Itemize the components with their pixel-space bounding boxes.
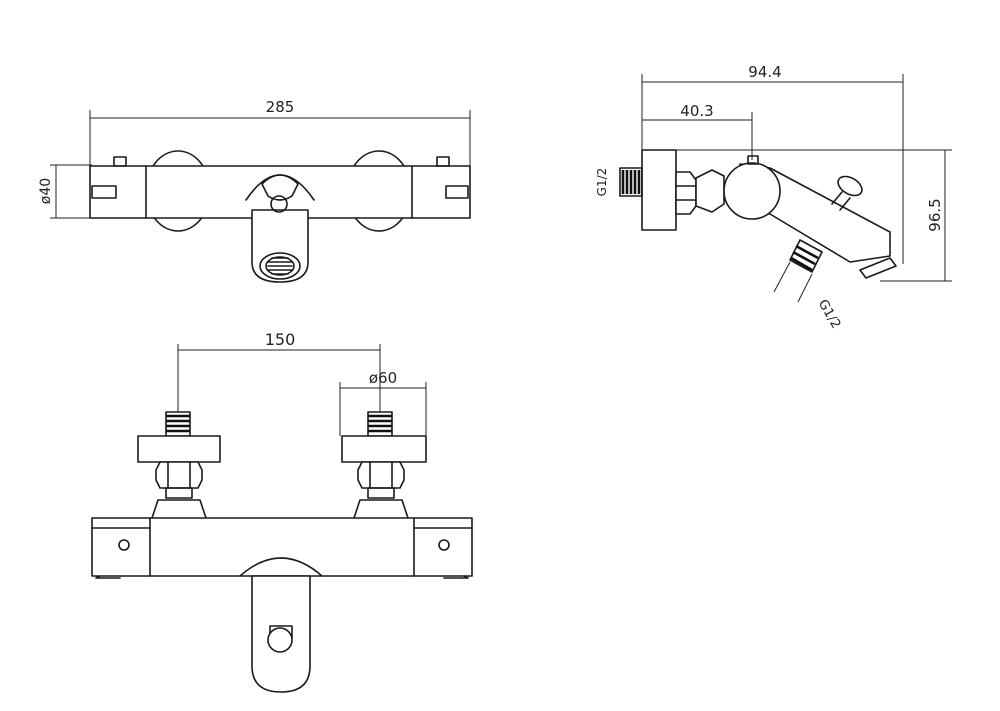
top-view: 285 ø40 <box>38 98 471 283</box>
dimension-axis-offset: 40.3 <box>642 102 753 160</box>
front-view: 150 ø60 <box>91 330 473 693</box>
dimension-width: 285 <box>89 98 471 166</box>
front-mixer-body <box>91 517 473 577</box>
dimension-diameter: ø40 <box>38 164 92 219</box>
dimension-flange-diameter: ø60 <box>339 369 427 436</box>
spout-top <box>245 174 315 283</box>
dimension-label-depth: 94.4 <box>748 63 781 81</box>
right-handle-stub <box>445 185 469 199</box>
dimension-label-centers: 150 <box>265 330 296 349</box>
outlet-thread-label: G1/2 <box>815 297 843 331</box>
left-screw-hole <box>118 539 130 551</box>
diverter-knob <box>831 175 863 211</box>
wall-plate <box>641 149 677 231</box>
inlet-thread-label: G1/2 <box>595 168 609 197</box>
dimension-label-width: 285 <box>266 98 295 116</box>
side-view: 94.4 40.3 96.5 G1/2 <box>595 63 952 331</box>
dimension-centers: 150 <box>177 330 381 412</box>
dimension-height: 96.5 <box>676 149 952 282</box>
inlet-thread: G1/2 <box>595 167 643 197</box>
diverter-knob-front <box>267 627 293 653</box>
outlet-thread: G1/2 <box>773 239 843 331</box>
dimension-depth: 94.4 <box>641 63 904 264</box>
dimension-label-flange-diameter: ø60 <box>369 369 397 387</box>
right-screw-hole <box>438 539 450 551</box>
front-spout <box>239 557 323 693</box>
body-cylinder-section <box>723 162 781 220</box>
dimension-label-diameter: ø40 <box>38 178 54 204</box>
dimension-label-height: 96.5 <box>926 198 944 231</box>
dimension-label-axis-offset: 40.3 <box>680 102 713 120</box>
hex-nut <box>675 171 697 215</box>
left-handle-stub <box>91 185 117 199</box>
